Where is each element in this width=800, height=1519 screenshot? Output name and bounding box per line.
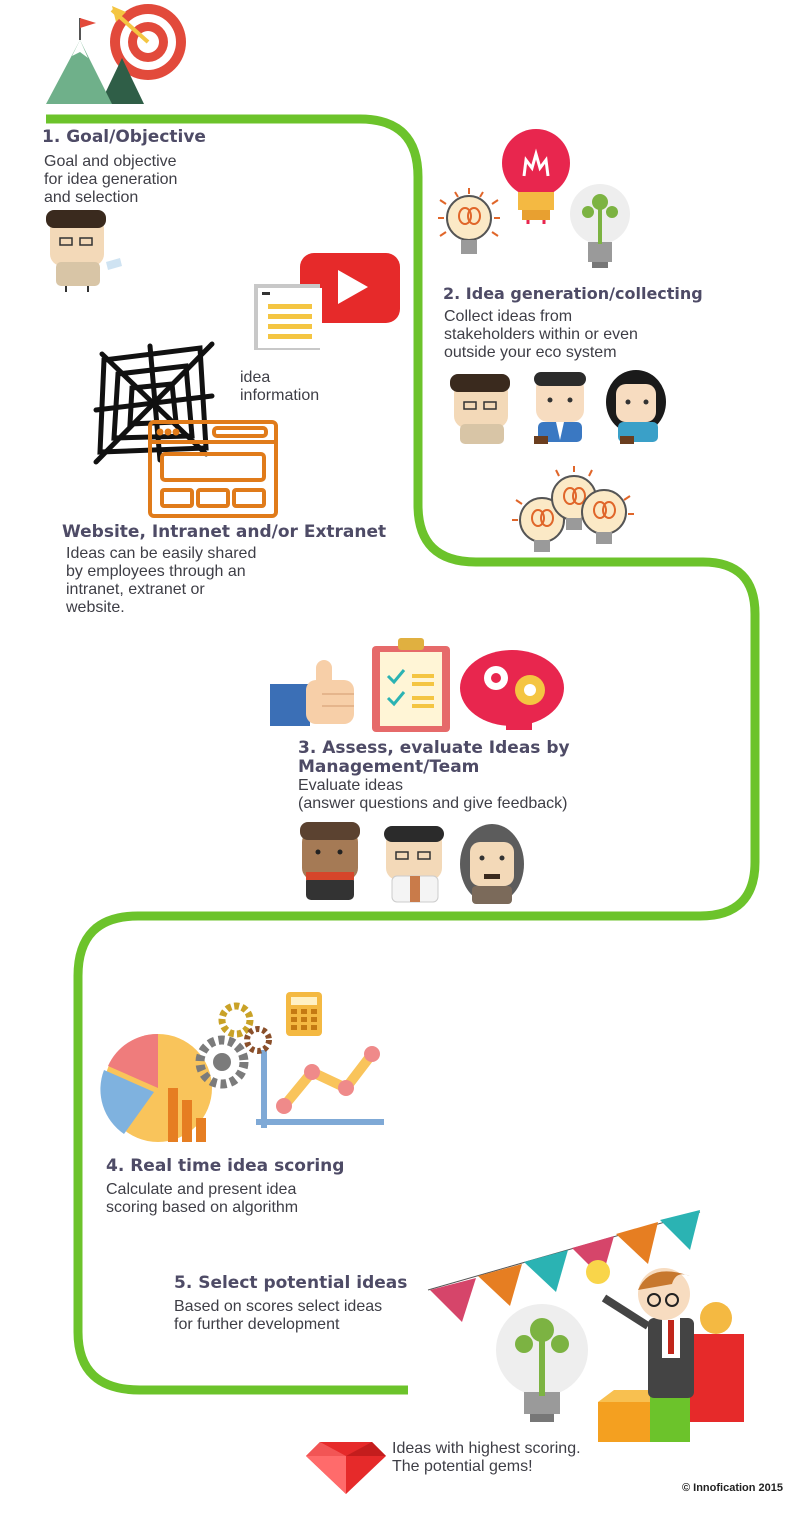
step-1-title: 1. Goal/Objective bbox=[42, 127, 206, 147]
step-4-description: Calculate and present idea scoring based… bbox=[106, 1181, 299, 1216]
step-3-description: Evaluate ideas (answer questions and giv… bbox=[298, 777, 568, 812]
step-2-description: Collect ideas from stakeholders within o… bbox=[444, 308, 638, 361]
website-description: Ideas can be easily shared by employees … bbox=[66, 545, 257, 616]
video-document-icon bbox=[254, 253, 400, 350]
bunting-flags-icon bbox=[427, 1210, 701, 1322]
brain-gears-icon bbox=[460, 650, 564, 730]
lightbulb-icon bbox=[438, 188, 500, 254]
step-2-title: 2. Idea generation/collecting bbox=[443, 284, 703, 303]
browser-window-icon bbox=[148, 420, 278, 518]
process-path bbox=[46, 114, 760, 1395]
gems-description: Ideas with highest scoring. The potentia… bbox=[392, 1440, 581, 1475]
man-mustache-icon bbox=[460, 824, 524, 904]
tree-lightbulb-icon bbox=[570, 184, 630, 268]
step-4-title: 4. Real time idea scoring bbox=[106, 1156, 345, 1176]
businesswoman-icon bbox=[606, 370, 666, 444]
tree-lightbulb-icon bbox=[496, 1304, 588, 1422]
analytics-icon bbox=[100, 1033, 384, 1142]
copyright-text: © Innofication 2015 bbox=[682, 1482, 784, 1494]
step-3-title: 3. Assess, evaluate Ideas by Management/… bbox=[298, 738, 570, 777]
lightbulb-cluster-icon bbox=[512, 466, 634, 552]
businessman-icon bbox=[534, 372, 586, 444]
red-lightbulb-icon bbox=[502, 129, 570, 224]
clipboard-checklist-icon bbox=[372, 638, 450, 732]
gears-icon bbox=[195, 1002, 272, 1089]
website-title: Website, Intranet and/or Extranet bbox=[62, 522, 387, 542]
person-icon bbox=[450, 374, 510, 444]
web-icon bbox=[93, 341, 215, 465]
step-5-description: Based on scores select ideas for further… bbox=[174, 1298, 383, 1333]
calculator-icon bbox=[286, 992, 322, 1036]
gem-icon bbox=[306, 1442, 386, 1494]
winner-podium-icon bbox=[586, 1260, 744, 1442]
step-1-description: Goal and objective for idea generation a… bbox=[44, 153, 178, 206]
step-5-title: 5. Select potential ideas bbox=[174, 1273, 408, 1293]
thumbs-up-icon bbox=[270, 660, 354, 726]
idea-information-label: idea information bbox=[240, 369, 320, 404]
person-icon bbox=[300, 822, 360, 900]
mountain-target-icon bbox=[46, 4, 186, 104]
person-icon bbox=[46, 210, 122, 292]
doctor-icon bbox=[384, 826, 444, 903]
